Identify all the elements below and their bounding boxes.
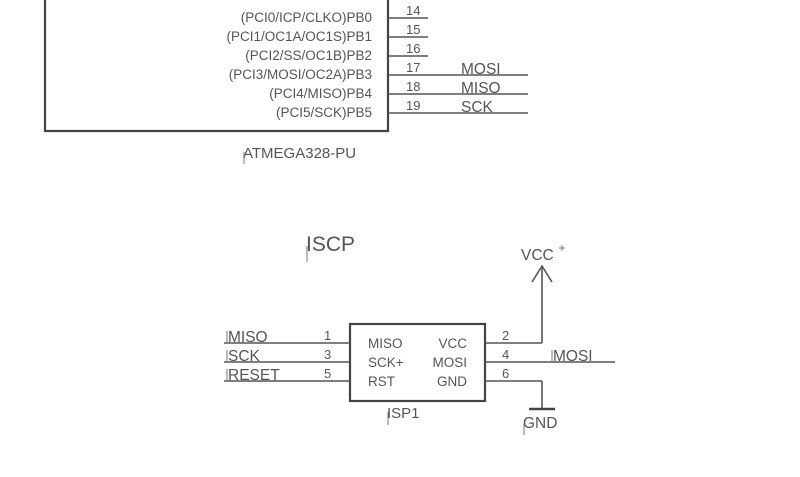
isp-net-label-mosi: MOSI bbox=[553, 348, 593, 365]
isp-pin-number-6: 6 bbox=[502, 366, 509, 381]
gnd-supply-symbol[interactable]: GND bbox=[523, 381, 557, 435]
mcu-pin-label-pb4: (PCI4/MISO)PB4 bbox=[269, 86, 372, 101]
isp-pin-label-vcc: VCC bbox=[438, 336, 467, 351]
isp-pin-label-sck: SCK+ bbox=[368, 355, 404, 370]
isp-pin-number-5: 5 bbox=[324, 366, 331, 381]
isp-net-label-reset: RESET bbox=[228, 367, 280, 384]
isp-pin-label-gnd: GND bbox=[437, 374, 467, 389]
isp-pin-number-4: 4 bbox=[502, 347, 509, 362]
isp-title: ISCP bbox=[306, 233, 355, 256]
mcu-pin-number-19: 19 bbox=[406, 98, 420, 113]
gnd-label: GND bbox=[523, 415, 557, 432]
isp-pin-label-miso: MISO bbox=[368, 336, 403, 351]
mcu-pin-number-17: 17 bbox=[406, 60, 420, 75]
mcu-net-label-sck: SCK bbox=[461, 99, 494, 116]
mcu-pin-label-pb1: (PCI1/OC1A/OC1S)PB1 bbox=[226, 29, 372, 44]
vcc-supply-symbol[interactable]: VCC bbox=[521, 245, 565, 343]
mcu-pin-label-pb2: (PCI2/SS/OC1B)PB2 bbox=[245, 48, 372, 63]
isp-net-label-miso: MISO bbox=[228, 329, 268, 346]
mcu-pin-number-14: 14 bbox=[406, 3, 420, 18]
mcu-pin-label-pb0: (PCI0/ICP/CLKO)PB0 bbox=[241, 10, 372, 25]
mcu-pin-label-pb5: (PCI5/SCK)PB5 bbox=[276, 105, 372, 120]
isp-part-name: ISP1 bbox=[387, 405, 420, 422]
isp-pin-label-rst: RST bbox=[368, 374, 395, 389]
isp-pin-label-mosi: MOSI bbox=[432, 355, 467, 370]
mcu-pin-number-15: 15 bbox=[406, 22, 420, 37]
mcu-part-name: ATMEGA328-PU bbox=[243, 145, 356, 162]
mcu-symbol: (PCI0/ICP/CLKO)PB0 (PCI1/OC1A/OC1S)PB1 (… bbox=[43, 0, 528, 164]
mcu-body[interactable] bbox=[43, 0, 390, 133]
mcu-pin-label-pb3: (PCI3/MOSI/OC2A)PB3 bbox=[229, 67, 372, 82]
isp-symbol: ISCP MISO SCK RESET 1 3 5 MISO SCK+ RST … bbox=[224, 233, 615, 425]
vcc-arrow-icon bbox=[531, 264, 553, 283]
mcu-pin-number-16: 16 bbox=[406, 41, 420, 56]
vcc-label: VCC bbox=[521, 247, 554, 264]
mcu-net-label-miso: MISO bbox=[461, 80, 501, 97]
isp-pin-number-3: 3 bbox=[324, 347, 331, 362]
isp-pin-number-1: 1 bbox=[324, 328, 331, 343]
mcu-net-label-mosi: MOSI bbox=[461, 61, 501, 78]
mcu-pin-number-18: 18 bbox=[406, 79, 420, 94]
isp-net-label-sck: SCK bbox=[228, 348, 261, 365]
isp-pin-number-2: 2 bbox=[502, 328, 509, 343]
